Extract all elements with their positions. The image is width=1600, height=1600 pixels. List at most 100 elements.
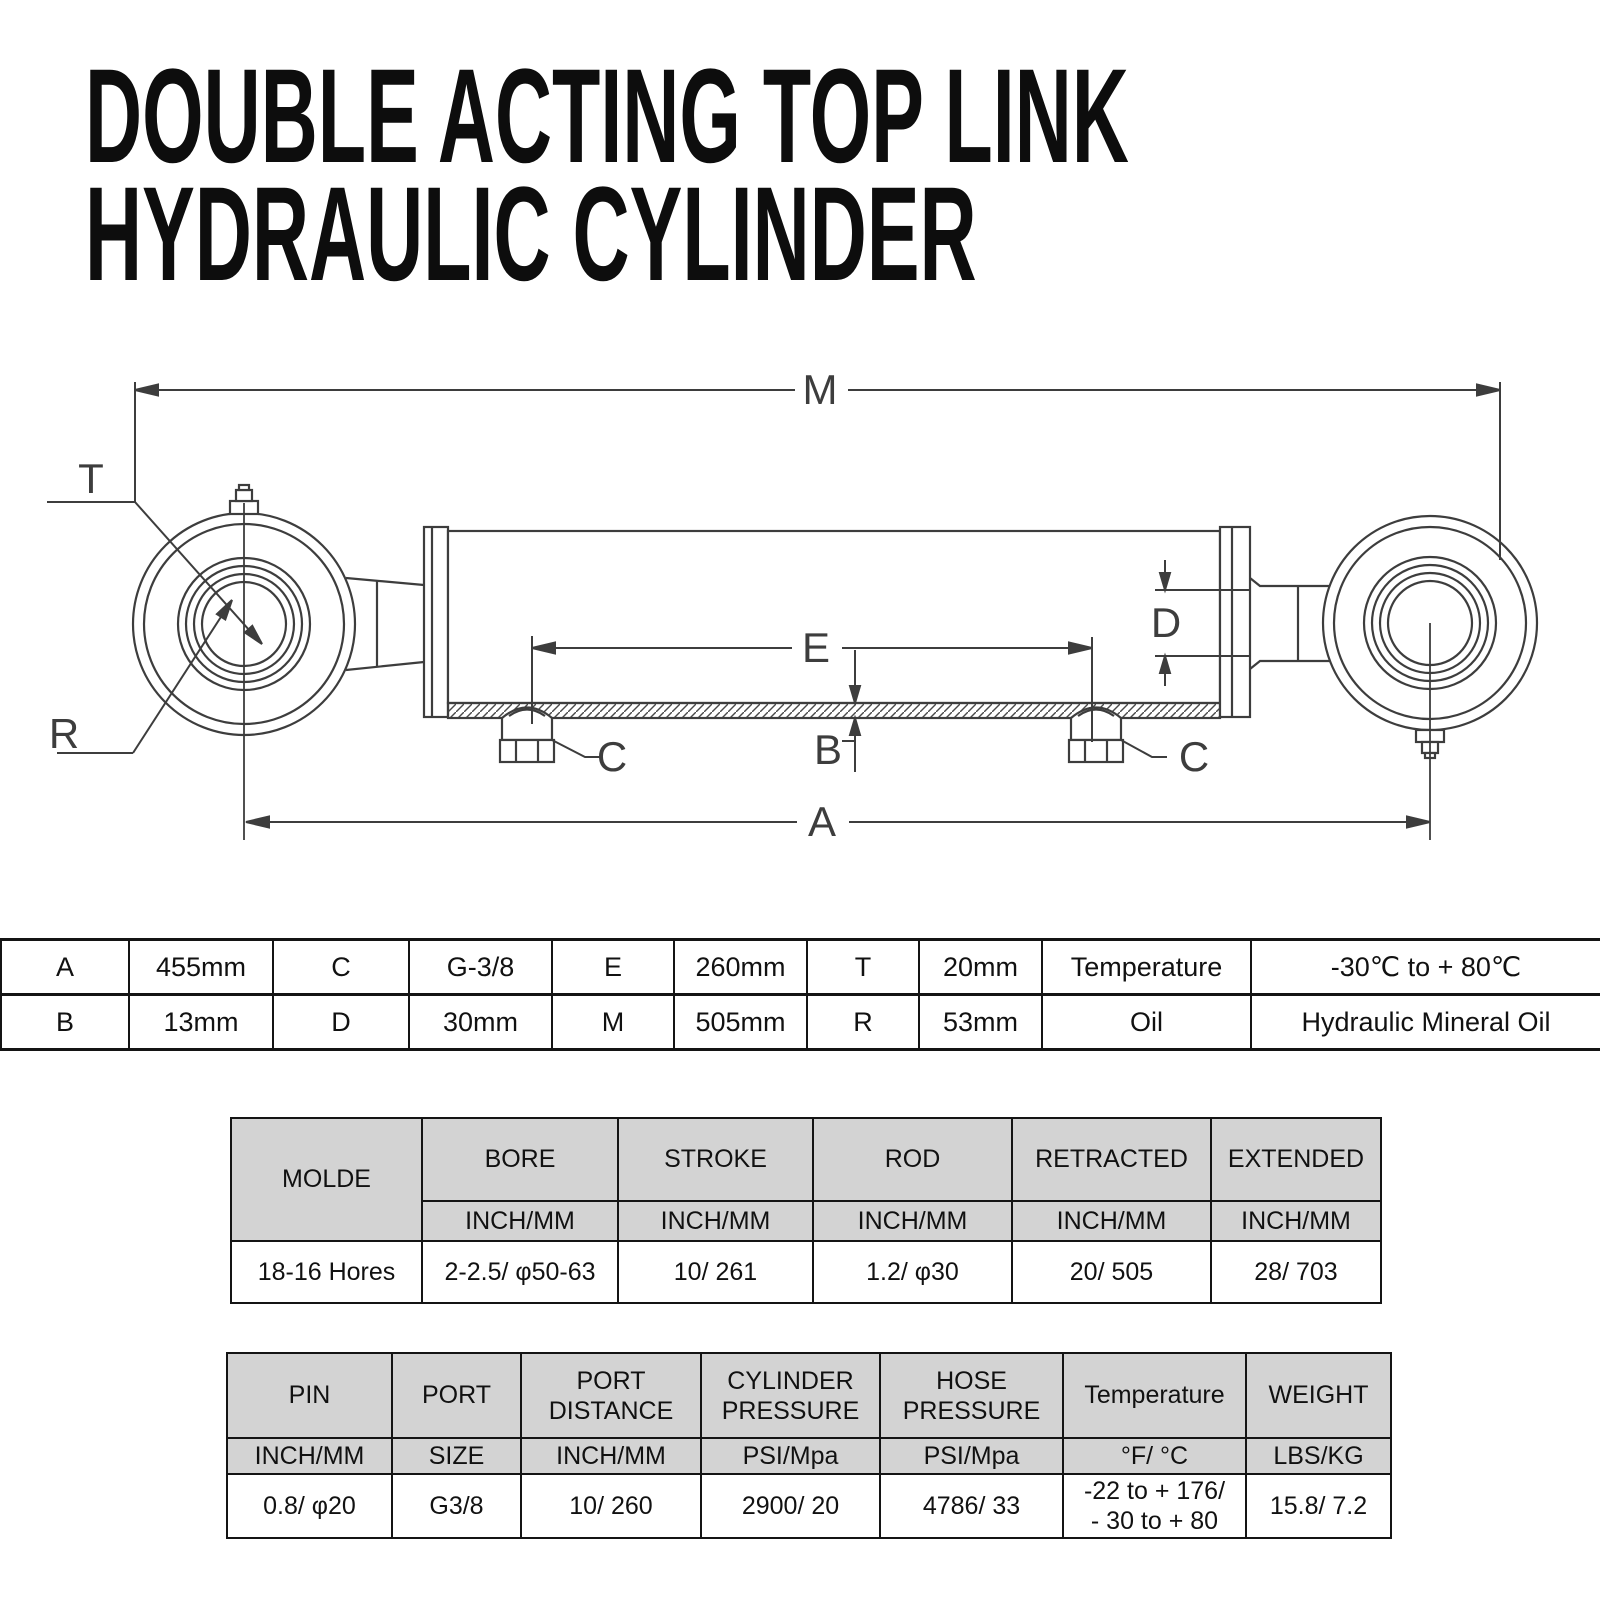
cell: 13mm (128, 993, 274, 1051)
cell: 18-16 Hores (230, 1240, 423, 1304)
dimension-b (842, 650, 862, 772)
dim-label-e: E (802, 624, 830, 671)
unit-cell: PSI/Mpa (700, 1437, 881, 1475)
table-unit-row: INCH/MM SIZE INCH/MM PSI/Mpa PSI/Mpa °F/… (226, 1437, 1392, 1475)
dim-label-a: A (808, 798, 836, 845)
col-header: ROD (812, 1117, 1013, 1202)
dim-label-c-left: C (597, 733, 627, 780)
page-title-line1: DOUBLE ACTING TOP LINK (85, 42, 1129, 191)
temp-range-line1: -22 to + 176/ (1083, 1477, 1226, 1505)
cell: 10/ 260 (520, 1473, 702, 1539)
table-row: A 455mm C G-3/8 E 260mm T 20mm Temperatu… (0, 938, 1600, 996)
table-data-row: 18-16 Hores 2-2.5/ φ50-63 10/ 261 1.2/ φ… (230, 1240, 1382, 1304)
table-unit-row: INCH/MM INCH/MM INCH/MM INCH/MM INCH/MM (231, 1200, 1382, 1242)
cell: -22 to + 176/ - 30 to + 80 (1062, 1473, 1247, 1539)
cell: R (806, 993, 920, 1051)
col-header: EXTENDED (1210, 1117, 1382, 1202)
col-header: BORE (421, 1117, 619, 1202)
cell: 2900/ 20 (700, 1473, 881, 1539)
dimension-e (531, 636, 1093, 742)
cell: G3/8 (391, 1473, 522, 1539)
unit-cell: INCH/MM (1210, 1200, 1382, 1242)
unit-cell: LBS/KG (1245, 1437, 1392, 1475)
leader-c-right (1120, 739, 1167, 758)
col-header: HOSE PRESSURE (879, 1352, 1064, 1439)
unit-cell: °F/ °C (1062, 1437, 1247, 1475)
col-header: PORT (391, 1352, 522, 1439)
unit-cell: INCH/MM (812, 1200, 1013, 1242)
cell: G-3/8 (408, 938, 553, 996)
dimension-spec-table: A 455mm C G-3/8 E 260mm T 20mm Temperatu… (0, 938, 1600, 1051)
table-header-row: MOLDE BORE STROKE ROD RETRACTED EXTENDED (230, 1117, 1382, 1242)
cell: B (0, 993, 130, 1051)
cell: A (0, 938, 130, 996)
cell: 20/ 505 (1011, 1240, 1212, 1304)
dim-label-r: R (49, 710, 79, 757)
cell: 505mm (673, 993, 808, 1051)
unit-cell: INCH/MM (226, 1437, 393, 1475)
grease-nipple-icon (228, 483, 260, 516)
hydraulic-port-right (1067, 706, 1125, 764)
col-header: PORT DISTANCE (520, 1352, 702, 1439)
dimension-a (245, 815, 1431, 829)
leader-t (47, 501, 263, 645)
temp-range-line2: - 30 to + 80 (1090, 1507, 1219, 1535)
leader-c-left (551, 739, 600, 758)
dimension-d (1155, 560, 1250, 686)
col-header: CYLINDER PRESSURE (700, 1352, 881, 1439)
unit-cell: INCH/MM (421, 1200, 619, 1242)
col-header: RETRACTED (1011, 1117, 1212, 1202)
table-row: B 13mm D 30mm M 505mm R 53mm Oil Hydraul… (0, 993, 1600, 1051)
unit-cell: INCH/MM (617, 1200, 814, 1242)
dim-label-d: D (1151, 599, 1181, 646)
cell: -30℃ to + 80℃ (1250, 938, 1600, 996)
cell: 4786/ 33 (879, 1473, 1064, 1539)
cell: Temperature (1041, 938, 1252, 996)
cell: 455mm (128, 938, 274, 996)
pin-spec-table: PIN PORT PORT DISTANCE CYLINDER PRESSURE… (226, 1352, 1392, 1539)
right-end-cap (1218, 525, 1252, 719)
cell: 53mm (918, 993, 1043, 1051)
cell: T (806, 938, 920, 996)
dim-label-m: M (803, 366, 838, 413)
page-title-line2: HYDRAULIC CYLINDER (85, 160, 977, 309)
col-header: WEIGHT (1245, 1352, 1392, 1439)
cell: Hydraulic Mineral Oil (1250, 993, 1600, 1051)
hydraulic-port-left (498, 706, 556, 764)
dim-label-t: T (78, 455, 104, 502)
cell: Oil (1041, 993, 1252, 1051)
left-end-cap (422, 525, 450, 719)
page-title: DOUBLE ACTING TOP LINK HYDRAULIC CYLINDE… (85, 42, 1129, 309)
cell: 20mm (918, 938, 1043, 996)
table-header-row: PIN PORT PORT DISTANCE CYLINDER PRESSURE… (226, 1352, 1392, 1439)
unit-cell: PSI/Mpa (879, 1437, 1064, 1475)
cylinder-tube (446, 529, 1222, 705)
col-header: Temperature (1062, 1352, 1247, 1439)
col-header: STROKE (617, 1117, 814, 1202)
cylinder-technical-drawing: M A E B D T R C C (47, 366, 1539, 845)
cell: 0.8/ φ20 (226, 1473, 393, 1539)
cell: M (551, 993, 675, 1051)
unit-cell: INCH/MM (1011, 1200, 1212, 1242)
leader-r (57, 599, 233, 754)
cell: 28/ 703 (1210, 1240, 1382, 1304)
cell: 1.2/ φ30 (812, 1240, 1013, 1304)
dim-label-b: B (814, 726, 842, 773)
unit-cell: INCH/MM (520, 1437, 702, 1475)
cell: E (551, 938, 675, 996)
unit-cell: SIZE (391, 1437, 522, 1475)
cell: 2-2.5/ φ50-63 (421, 1240, 619, 1304)
table-data-row: 0.8/ φ20 G3/8 10/ 260 2900/ 20 4786/ 33 … (226, 1473, 1392, 1539)
col-header: PIN (226, 1352, 393, 1439)
cell: C (272, 938, 410, 996)
cell: 15.8/ 7.2 (1245, 1473, 1392, 1539)
dim-label-c-right: C (1179, 733, 1209, 780)
cell: D (272, 993, 410, 1051)
col-header: MOLDE (230, 1117, 423, 1242)
cell: 10/ 261 (617, 1240, 814, 1304)
model-spec-table: MOLDE BORE STROKE ROD RETRACTED EXTENDED… (230, 1117, 1382, 1304)
dimension-m (134, 382, 1501, 560)
left-neck (345, 576, 425, 672)
cell: 260mm (673, 938, 808, 996)
